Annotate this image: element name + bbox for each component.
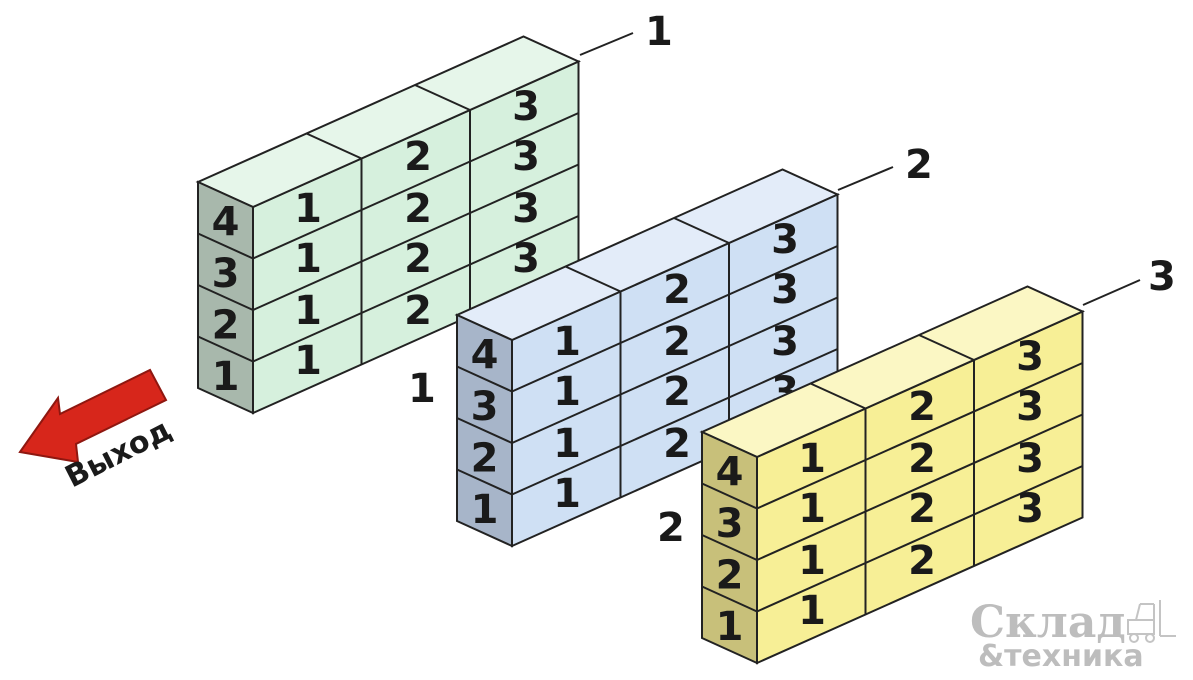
cell-label: 3 [512,236,540,282]
cell-label: 3 [771,217,799,263]
cell-label: 1 [294,236,322,282]
aisle-label: 1 [408,366,436,412]
row-level-label: 4 [716,449,744,495]
cell-label: 3 [1016,436,1044,482]
cell-label: 3 [1016,384,1044,430]
callout-leader [579,32,634,56]
cell-label: 3 [512,186,540,232]
cell-label: 3 [1016,486,1044,532]
row-level-label: 4 [471,332,499,378]
cell-label: 2 [663,421,691,467]
row-divider [252,163,579,311]
cell-label: 1 [798,538,826,584]
cell-label: 1 [798,486,826,532]
row-divider [701,482,758,510]
row-level-label: 1 [716,604,744,650]
rack-callout-label: 3 [1148,254,1176,300]
forklift-icon [1127,600,1176,643]
cell-label: 3 [771,267,799,313]
cell-label: 2 [404,288,432,334]
cell-label: 2 [663,319,691,365]
exit-arrow: Выход [18,368,177,495]
row-level-label: 3 [471,384,499,430]
rack-3: 4 3 2 1 3 2 3 1 2 3 1 2 3 1 2 1 3 [699,254,1176,665]
callout-leader [837,166,894,191]
cell-label: 3 [512,84,540,130]
cell-label: 3 [512,134,540,180]
cell-label: 2 [908,384,936,430]
cell-label: 2 [404,134,432,180]
row-level-label: 3 [212,251,240,297]
cell-label: 1 [294,186,322,232]
row-divider [756,465,1083,613]
row-level-label: 3 [716,501,744,547]
logo-line1: Склад [970,597,1126,648]
row-divider [197,284,254,311]
cell-label: 1 [553,369,581,415]
row-divider [511,348,838,496]
row-level-label: 4 [212,199,240,245]
logo-line2: &техника [978,639,1144,674]
row-divider [456,365,513,393]
row-divider [701,585,758,613]
row-divider [197,232,254,260]
cell-label: 1 [553,319,581,365]
rack-callout-label: 2 [905,142,933,188]
cell-label: 1 [798,588,826,634]
column-divider [565,265,621,293]
column-divider [810,382,866,410]
cell-label: 1 [294,338,322,384]
cell-label: 2 [908,538,936,584]
row-divider [456,468,513,496]
row-divider [701,534,758,561]
cell-label: 1 [798,436,826,482]
row-divider [197,335,254,363]
cell-label: 2 [663,267,691,313]
cell-label: 1 [553,471,581,517]
column-divider [414,84,471,111]
exit-arrow-icon [18,368,168,464]
column-divider [918,334,975,361]
column-divider [673,217,730,244]
row-divider [456,417,513,444]
cell-label: 2 [404,236,432,282]
row-divider [756,362,1083,510]
callout-leader [1082,279,1141,306]
rack-callout-label: 1 [645,9,673,55]
row-divider [252,215,579,363]
row-divider [511,296,838,444]
aisle-label: 2 [657,505,685,551]
cell-label: 2 [908,436,936,482]
cell-label: 2 [663,369,691,415]
cell-label: 2 [908,486,936,532]
cell-label: 1 [294,288,322,334]
cell-label: 3 [1016,334,1044,380]
row-level-label: 1 [471,487,499,533]
cell-label: 1 [553,421,581,467]
row-level-label: 1 [212,354,240,400]
row-divider [252,112,579,260]
row-divider [511,245,838,393]
row-level-label: 2 [471,435,499,481]
column-divider [306,132,362,160]
logo: Склад &техника [970,597,1176,674]
row-level-label: 2 [716,552,744,598]
cell-label: 2 [404,186,432,232]
row-divider [756,413,1083,561]
row-level-label: 2 [212,302,240,348]
cell-label: 3 [771,319,799,365]
